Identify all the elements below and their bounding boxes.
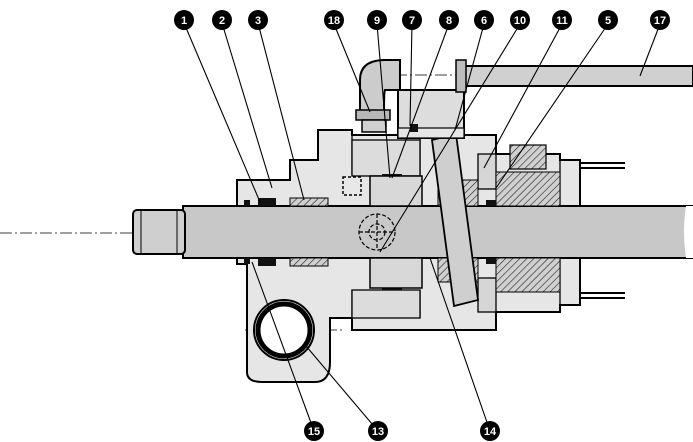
threaded-port [509,144,547,170]
callout-11: 11 [552,10,572,30]
callout-8-label: 8 [446,15,452,27]
callout-14: 14 [480,421,500,441]
callout-1-label: 1 [181,15,187,27]
callout-7-label: 7 [409,15,415,27]
rear-tube [580,162,625,299]
callout-18-label: 18 [328,15,340,27]
callout-3-label: 3 [255,15,261,27]
callout-10-label: 10 [514,15,526,27]
elbow-fitting [359,59,401,113]
callout-8: 8 [439,10,459,30]
callout-2-label: 2 [219,15,225,27]
callout-9-label: 9 [374,15,380,27]
callout-6-label: 6 [481,15,487,27]
callout-17: 17 [650,10,670,30]
callout-7: 7 [402,10,422,30]
pivot-ball [358,213,396,251]
callout-2: 2 [212,10,232,30]
piston-rod [182,205,693,259]
callout-17-label: 17 [654,15,666,27]
housing-details [351,135,561,319]
callout-5: 5 [598,10,618,30]
callout-1: 1 [174,10,194,30]
callout-13: 13 [368,421,388,441]
callout-9: 9 [367,10,387,30]
callout-5-label: 5 [605,15,611,27]
supply-tube [459,65,693,87]
callout-11-label: 11 [556,15,568,27]
mounting-eye [253,299,315,361]
piston [342,175,423,289]
callout-18: 18 [324,10,344,30]
callout-15: 15 [304,421,324,441]
callout-14-label: 14 [484,426,497,438]
callout-3: 3 [248,10,268,30]
callout-6: 6 [474,10,494,30]
rod-end [132,209,186,255]
callout-10: 10 [510,10,530,30]
callout-13-label: 13 [372,426,384,438]
leader-lines [183,22,661,432]
callout-15-label: 15 [308,426,320,438]
